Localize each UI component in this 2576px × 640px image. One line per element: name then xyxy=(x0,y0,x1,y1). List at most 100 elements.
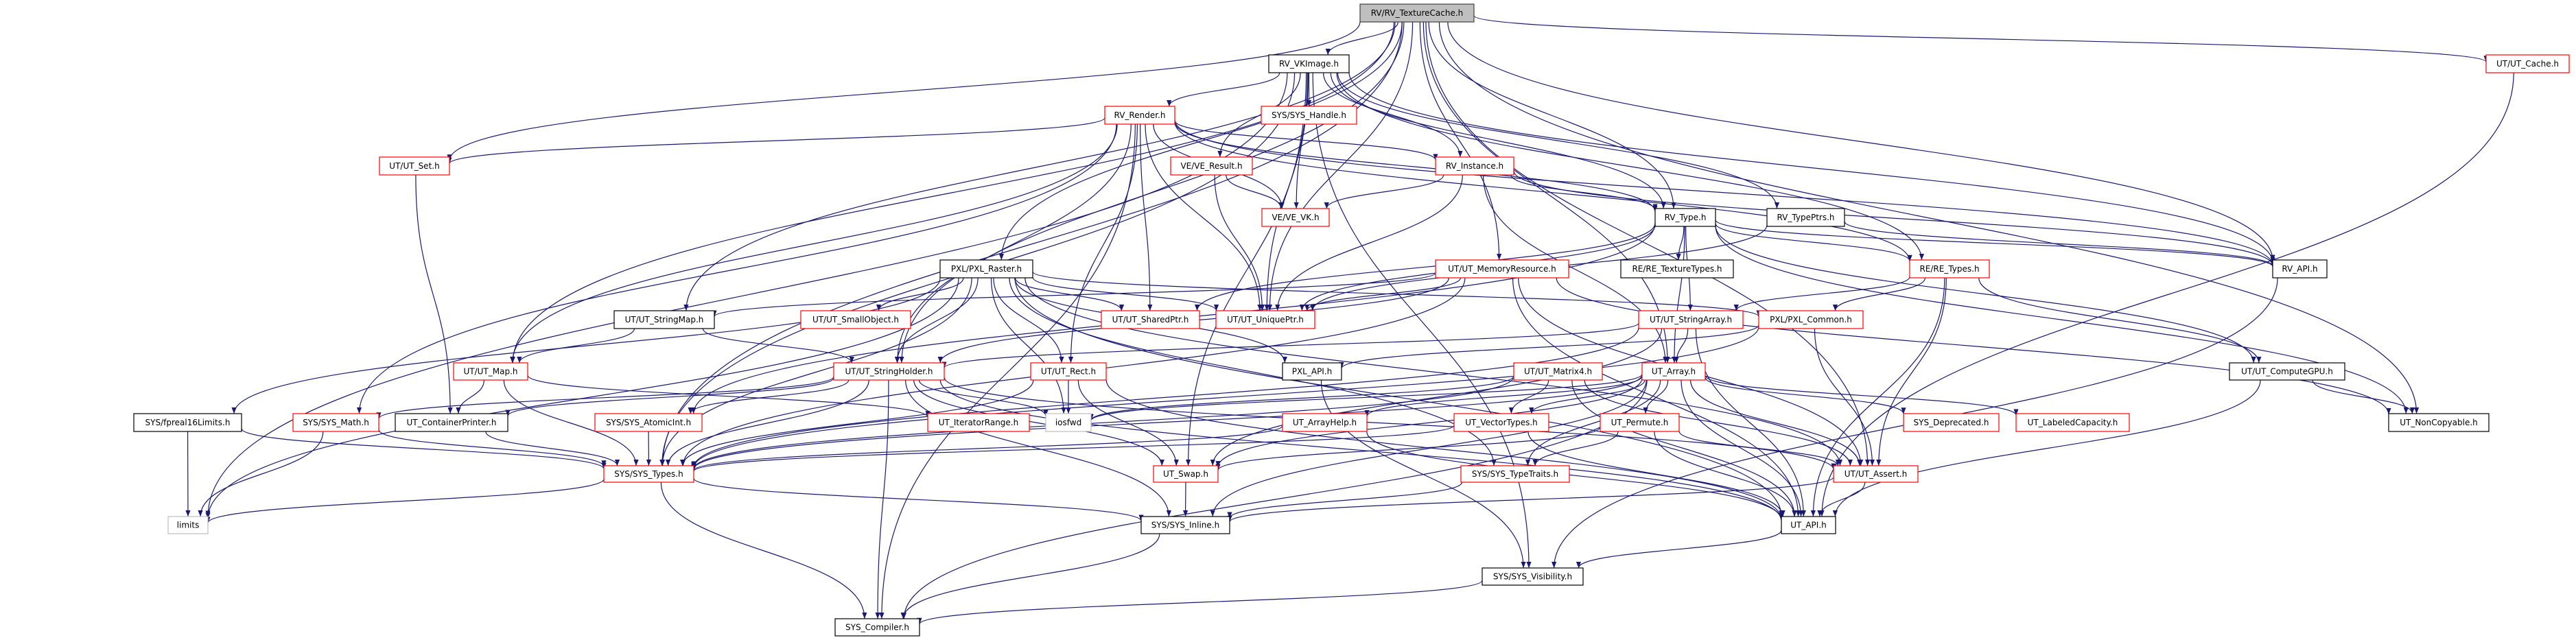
node-label: UT_VectorTypes.h xyxy=(1465,418,1538,427)
node-retypes[interactable]: RE/RE_Types.h xyxy=(1909,259,1990,278)
edge-line xyxy=(2312,379,2415,414)
node-typetraits[interactable]: SYS/SYS_TypeTraits.h xyxy=(1460,465,1570,483)
edge-rect-to-swap xyxy=(1077,379,1179,466)
node-umap[interactable]: UT/UT_Map.h xyxy=(453,362,528,381)
node-smallobj[interactable]: UT/UT_SmallObject.h xyxy=(800,310,911,329)
node-pxlapi[interactable]: PXL_API.h xyxy=(1282,362,1342,381)
node-strarray[interactable]: UT/UT_StringArray.h xyxy=(1638,310,1744,329)
node-uset[interactable]: UT/UT_Set.h xyxy=(379,156,450,176)
node-strholder[interactable]: UT/UT_StringHolder.h xyxy=(833,362,945,381)
node-rect[interactable]: UT/UT_Rect.h xyxy=(1030,362,1107,381)
node-render[interactable]: RV_Render.h xyxy=(1104,106,1175,125)
node-vevk[interactable]: VE/VE_VK.h xyxy=(1261,208,1330,227)
edge-vkimage-to-instance xyxy=(1322,72,1463,158)
edge-line xyxy=(680,379,1034,466)
node-box xyxy=(167,516,209,534)
edge-line xyxy=(1844,221,2275,267)
node-noncopy[interactable]: UT_NonCopyable.h xyxy=(2388,413,2490,432)
node-box xyxy=(1140,516,1230,534)
edge-memres-to-utapi xyxy=(1512,277,1801,517)
node-strmap[interactable]: UT/UT_StringMap.h xyxy=(613,310,715,329)
node-box xyxy=(1435,156,1514,176)
node-vkimage[interactable]: RV_VKImage.h xyxy=(1268,54,1350,73)
node-handle[interactable]: SYS/SYS_Handle.h xyxy=(1261,106,1357,125)
edge-render-to-compiler xyxy=(879,123,1136,619)
node-computegpu[interactable]: UT/UT_ComputeGPU.h xyxy=(2229,362,2345,381)
edge-umap-to-contprinter xyxy=(456,379,485,414)
node-label: UT/UT_UniquePtr.h xyxy=(1227,315,1304,324)
edge-computegpu-to-noncopy xyxy=(2312,379,2415,414)
edge-systypes-to-limits xyxy=(205,479,605,523)
edge-line xyxy=(691,425,1455,472)
edge-line xyxy=(1364,376,1643,417)
node-textypes[interactable]: RE/RE_TextureTypes.h xyxy=(1620,259,1734,278)
node-box xyxy=(834,618,920,637)
edge-line xyxy=(1140,123,1153,311)
node-compiler[interactable]: SYS_Compiler.h xyxy=(834,618,920,637)
node-typeptrs[interactable]: RV_TypePtrs.h xyxy=(1766,208,1845,227)
edge-line xyxy=(1348,72,2275,263)
node-box xyxy=(1435,259,1569,278)
edge-line xyxy=(1681,379,1804,517)
node-sharedptr[interactable]: UT/UT_SharedPtr.h xyxy=(1101,310,1200,329)
node-cache[interactable]: UT/UT_Cache.h xyxy=(2485,54,2570,73)
node-systypes[interactable]: SYS/SYS_Types.h xyxy=(603,465,694,483)
edge-line xyxy=(1525,379,1661,466)
node-uniqueptr[interactable]: UT/UT_UniquePtr.h xyxy=(1215,310,1315,329)
node-raster[interactable]: PXL/PXL_Raster.h xyxy=(939,259,1033,278)
node-visibility[interactable]: SYS/SYS_Visibility.h xyxy=(1482,567,1584,586)
edge-pxlcommon-to-pxlapi xyxy=(1339,324,1759,369)
edge-line xyxy=(998,21,1403,261)
edge-line xyxy=(691,375,1643,470)
node-array[interactable]: UT_Array.h xyxy=(1641,362,1706,381)
edge-permute-to-utapi xyxy=(1654,431,1797,517)
node-vectypes[interactable]: UT_VectorTypes.h xyxy=(1453,413,1549,432)
node-instance[interactable]: RV_Instance.h xyxy=(1435,156,1514,176)
node-inline[interactable]: SYS/SYS_Inline.h xyxy=(1140,516,1230,534)
node-utapi[interactable]: UT_API.h xyxy=(1781,516,1836,534)
node-pxlcommon[interactable]: PXL/PXL_Common.h xyxy=(1758,310,1864,329)
node-veresult[interactable]: VE/VE_Result.h xyxy=(1170,156,1253,176)
node-label: UT/UT_Cache.h xyxy=(2496,59,2559,69)
node-fp16[interactable]: SYS/fpreal16Limits.h xyxy=(133,413,242,432)
node-math[interactable]: SYS/SYS_Math.h xyxy=(292,413,379,432)
node-box xyxy=(1641,362,1706,381)
node-permute[interactable]: UT_Permute.h xyxy=(1600,413,1680,432)
node-contprinter[interactable]: UT_ContainerPrinter.h xyxy=(395,413,508,432)
node-label: RV_API.h xyxy=(2282,264,2317,274)
node-labeledcap[interactable]: UT_LabeledCapacity.h xyxy=(2015,413,2130,432)
edge-line xyxy=(1088,375,1514,420)
edge-line xyxy=(1419,21,1502,261)
edge-rect-to-systypes xyxy=(680,379,1034,466)
edge-root-to-noncopy xyxy=(1438,21,2420,414)
node-rvapi[interactable]: RV_API.h xyxy=(2272,259,2328,278)
edge-line xyxy=(1215,378,1643,468)
node-deprecated[interactable]: SYS_Deprecated.h xyxy=(1903,413,2000,432)
edge-line xyxy=(517,328,635,364)
edge-line xyxy=(1267,21,1414,311)
edge-array-to-permute xyxy=(1643,379,1669,414)
node-label: UT/UT_StringArray.h xyxy=(1650,315,1732,324)
edge-line xyxy=(1690,379,1862,466)
edge-computegpu-to-utapi xyxy=(1832,379,2261,517)
edge-rvtype-to-retypes xyxy=(1715,223,1912,261)
node-matrix4[interactable]: UT/UT_Matrix4.h xyxy=(1513,362,1603,381)
node-root[interactable]: RV/RV_TextureCache.h xyxy=(1359,3,1475,23)
node-rvtype[interactable]: RV_Type.h xyxy=(1654,208,1716,227)
edge-line xyxy=(415,174,453,414)
node-label: UT/UT_MemoryResource.h xyxy=(1448,264,1556,274)
node-memres[interactable]: UT/UT_MemoryResource.h xyxy=(1435,259,1569,278)
edge-line xyxy=(1733,276,1910,311)
node-atomicint[interactable]: SYS/SYS_AtomicInt.h xyxy=(594,413,703,432)
edge-array-to-deprecated xyxy=(1705,377,1906,414)
node-swap[interactable]: UT_Swap.h xyxy=(1153,465,1219,483)
node-arrayhelp[interactable]: UT_ArrayHelp.h xyxy=(1282,413,1368,432)
node-box xyxy=(379,156,450,176)
node-iterrange[interactable]: UT_IteratorRange.h xyxy=(927,413,1030,432)
edge-strarray-to-strholder xyxy=(941,322,1639,368)
node-box xyxy=(1654,208,1716,227)
edge-array-to-swap xyxy=(1215,378,1643,468)
edge-veresult-to-vevk xyxy=(1226,174,1284,209)
node-assert[interactable]: UT/UT_Assert.h xyxy=(1833,465,1919,483)
edge-line xyxy=(1014,277,1125,311)
